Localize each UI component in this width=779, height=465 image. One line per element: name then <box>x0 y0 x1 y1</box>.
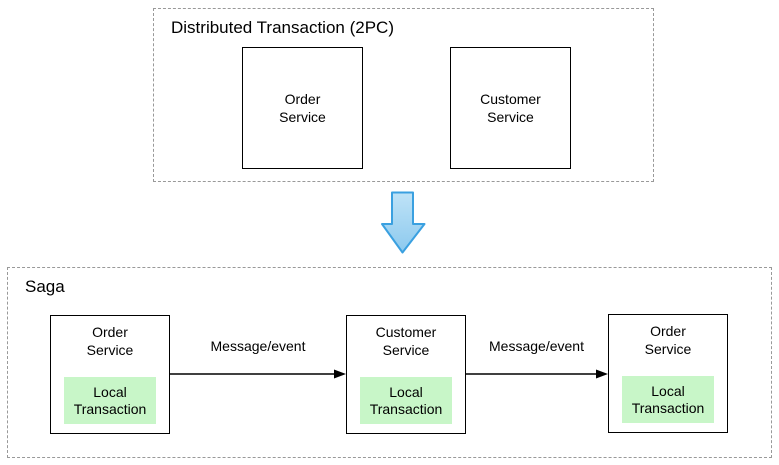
local-transaction-label: Local Transaction <box>369 383 443 417</box>
down-block-arrow-icon <box>381 191 426 254</box>
service-box-label: Customer Service <box>375 324 437 358</box>
group-saga: Saga Order Service Local Transaction Mes… <box>7 267 772 458</box>
group-2pc-title: Distributed Transaction (2PC) <box>171 18 394 37</box>
saga-box-order-1: Order Service Local Transaction <box>50 315 170 434</box>
service-box-order-2pc: Order Service <box>242 47 363 169</box>
local-transaction-box: Local Transaction <box>622 376 714 423</box>
message-event-label: Message/event <box>489 338 584 354</box>
group-2pc: Distributed Transaction (2PC) Order Serv… <box>153 8 654 182</box>
service-box-label: Order Service <box>279 91 326 125</box>
local-transaction-label: Local Transaction <box>73 383 147 417</box>
message-arrow-icon <box>465 369 608 379</box>
local-transaction-label: Local Transaction <box>631 382 705 416</box>
service-box-label: Order Service <box>86 324 134 358</box>
local-transaction-box: Local Transaction <box>360 377 452 424</box>
saga-box-customer: Customer Service Local Transaction <box>346 315 466 434</box>
local-transaction-box: Local Transaction <box>64 377 156 424</box>
service-box-label: Customer Service <box>480 91 541 125</box>
message-event-label: Message/event <box>210 338 306 354</box>
saga-box-order-2: Order Service Local Transaction <box>608 314 728 433</box>
service-box-label: Order Service <box>644 323 692 357</box>
service-box-customer-2pc: Customer Service <box>450 47 571 169</box>
message-arrow-icon <box>170 369 346 379</box>
group-saga-title: Saga <box>25 277 65 296</box>
